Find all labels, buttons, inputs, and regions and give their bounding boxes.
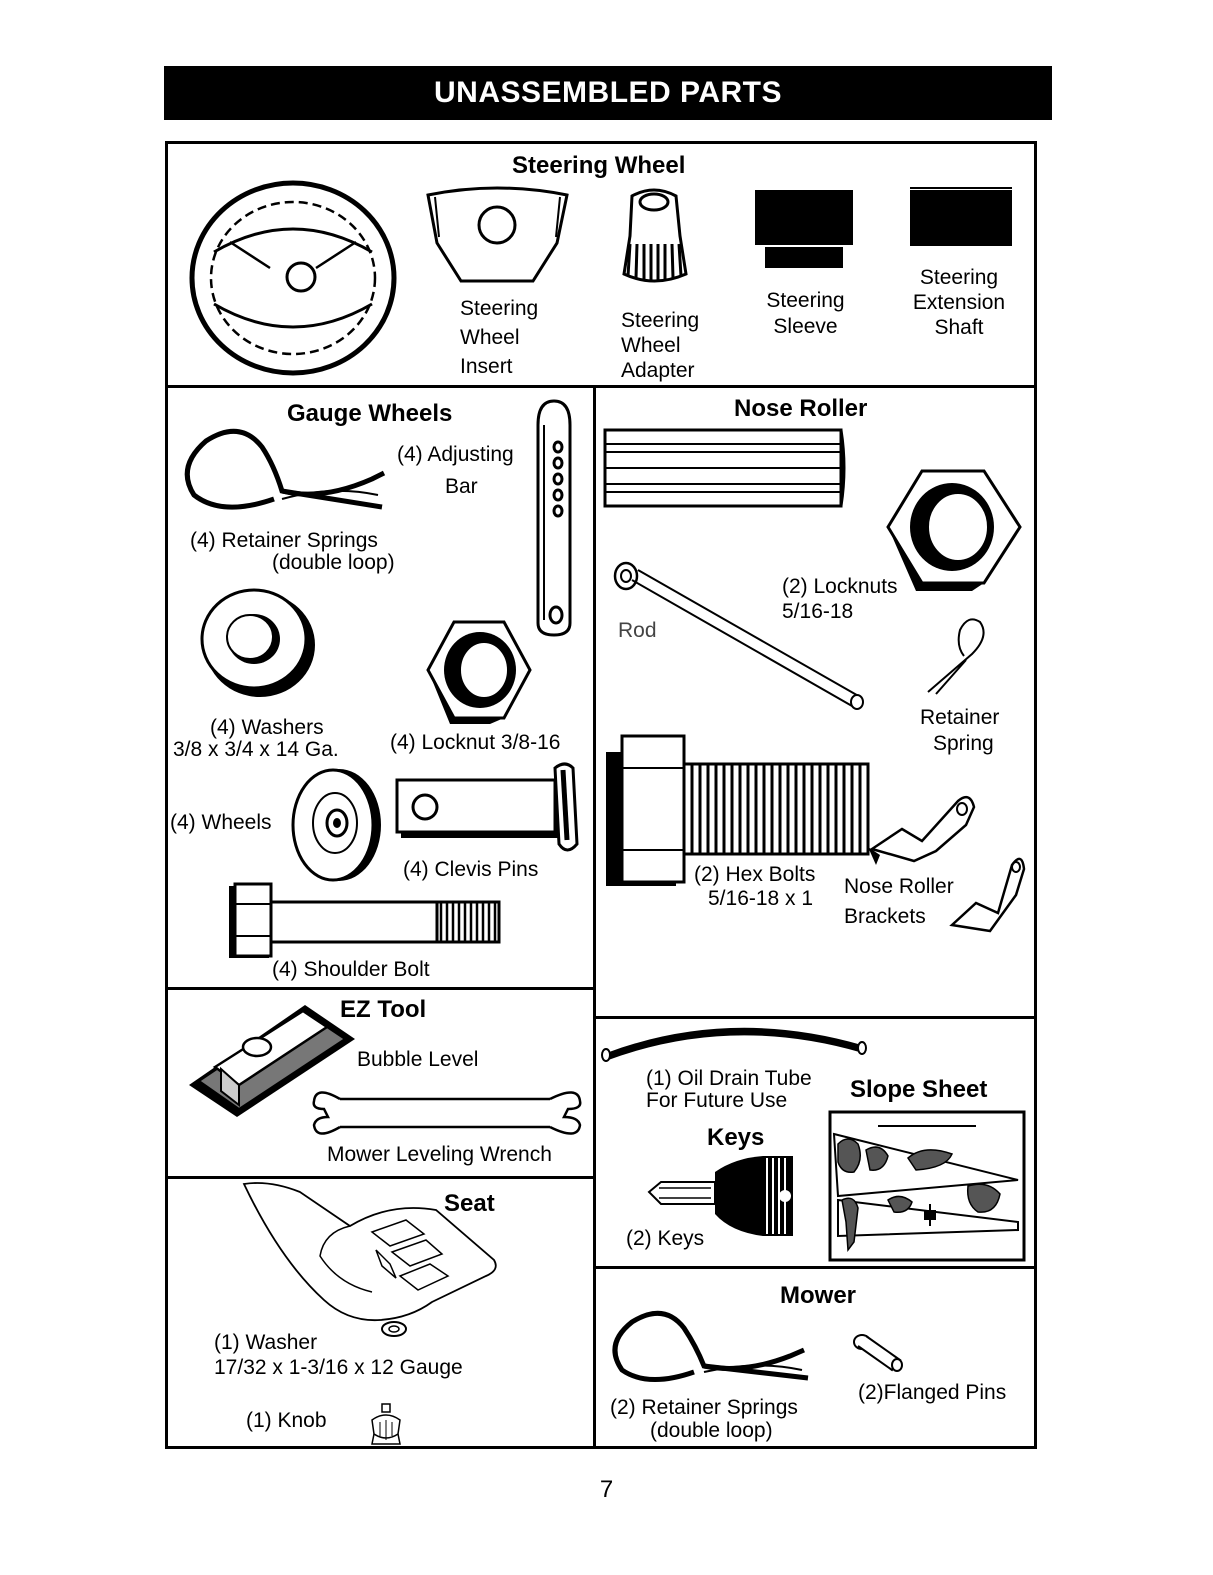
clevis-pin-illustration — [395, 762, 579, 852]
insert-label-1: Steering — [460, 297, 539, 320]
nose-heading: Nose Roller — [734, 395, 868, 422]
gauge-heading: Gauge Wheels — [287, 400, 453, 427]
divider-keys — [593, 1266, 1037, 1269]
steering-sleeve-illustration — [755, 190, 853, 268]
oil-tube-label-1: (1) Oil Drain Tube — [646, 1067, 812, 1090]
mower-retainer-label-1: (2) Retainer Springs — [610, 1396, 798, 1419]
steering-heading: Steering Wheel — [512, 152, 686, 179]
keys-illustration — [647, 1156, 793, 1236]
shoulder-bolt-label: (4) Shoulder Bolt — [272, 958, 430, 981]
keys-heading: Keys — [707, 1124, 765, 1151]
steering-wheel-insert-illustration — [426, 186, 569, 283]
seat-heading: Seat — [444, 1190, 495, 1217]
retainer-spring-label-2: Spring — [933, 732, 994, 755]
page-number: 7 — [599, 1476, 614, 1503]
shaft-label-1: Steering — [919, 266, 999, 289]
page-title: UNASSEMBLED PARTS — [164, 66, 1052, 120]
adjusting-bar-label-2: Bar — [445, 475, 478, 498]
divider-center — [593, 385, 596, 1449]
leveling-wrench-illustration — [312, 1091, 582, 1135]
hex-bolts-label-2: 5/16-18 x 1 — [708, 887, 814, 910]
mower-heading: Mower — [780, 1282, 857, 1309]
seat-washer-icon — [381, 1321, 407, 1337]
seat-washer-label-1: (1) Washer — [214, 1331, 318, 1354]
retainer-spring-illustration — [184, 428, 386, 510]
washers-label-1: (4) Washers — [210, 716, 324, 739]
divider-gauge — [165, 987, 595, 990]
hex-bolt-illustration — [606, 734, 870, 886]
sleeve-label-1: Steering — [766, 289, 845, 312]
sleeve-label-2: Sleeve — [773, 315, 838, 338]
oil-tube-label-2: For Future Use — [646, 1089, 788, 1112]
locknuts-label-2: 5/16-18 — [782, 600, 854, 623]
brackets-label-1: Nose Roller — [844, 875, 954, 898]
insert-label-2: Wheel — [460, 326, 520, 349]
divider-ez — [165, 1176, 595, 1179]
leveling-wrench-label: Mower Leveling Wrench — [327, 1143, 552, 1166]
oil-drain-tube-illustration — [601, 1025, 867, 1062]
nose-locknut-illustration — [886, 469, 1022, 591]
hex-bolts-label-1: (2) Hex Bolts — [694, 863, 816, 886]
locknut-illustration — [426, 620, 532, 724]
flanged-pin-icon — [853, 1334, 903, 1372]
retainer-springs-label-2: (double loop) — [272, 551, 395, 574]
washers-label-2: 3/8 x 3/4 x 14 Ga. — [173, 738, 339, 761]
parts-frame — [165, 141, 1037, 1449]
ez-heading: EZ Tool — [340, 996, 427, 1023]
adjusting-bar-illustration — [536, 399, 572, 637]
knob-icon — [371, 1403, 401, 1445]
washer-illustration — [200, 588, 315, 697]
seat-illustration — [242, 1182, 497, 1322]
slope-sheet-heading: Slope Sheet — [850, 1076, 988, 1103]
wheels-label: (4) Wheels — [170, 811, 272, 834]
shoulder-bolt-illustration — [229, 882, 501, 958]
insert-label-3: Insert — [460, 355, 513, 378]
divider-nose — [593, 1016, 1037, 1019]
shaft-label-2: Extension — [912, 291, 1006, 314]
bubble-level-illustration — [189, 1005, 355, 1117]
retainer-spring-label-1: Retainer — [920, 706, 1000, 729]
steering-wheel-adapter-illustration — [622, 188, 688, 283]
clevis-pins-label: (4) Clevis Pins — [403, 858, 539, 881]
nose-roller-illustration — [603, 428, 846, 508]
nose-roller-brackets-illustration — [868, 795, 1026, 933]
keys-label: (2) Keys — [626, 1227, 705, 1250]
rod-label: Rod — [618, 619, 657, 642]
rod-illustration — [613, 561, 864, 710]
locknuts-label-1: (2) Locknuts — [782, 575, 898, 598]
adjusting-bar-label-1: (4) Adjusting — [397, 443, 514, 466]
bubble-level-label: Bubble Level — [357, 1048, 479, 1071]
seat-washer-label-2: 17/32 x 1-3/16 x 12 Gauge — [214, 1356, 463, 1379]
gauge-wheel-illustration — [291, 768, 381, 882]
retainer-springs-label-1: (4) Retainer Springs — [190, 529, 378, 552]
mower-retainer-spring-illustration — [612, 1310, 809, 1383]
mower-retainer-label-2: (double loop) — [650, 1419, 773, 1442]
divider-steering — [165, 385, 1037, 388]
seat-knob-label: (1) Knob — [246, 1409, 327, 1432]
steering-extension-shaft-illustration — [910, 187, 1012, 246]
locknut-label: (4) Locknut 3/8-16 — [390, 731, 561, 754]
slope-sheet-illustration — [828, 1110, 1026, 1262]
shaft-label-3: Shaft — [934, 316, 984, 339]
adapter-label-2: Wheel — [621, 334, 681, 357]
flanged-pins-label: (2)Flanged Pins — [858, 1381, 1007, 1404]
adapter-label-1: Steering — [621, 309, 700, 332]
brackets-label-2: Brackets — [844, 905, 926, 928]
adapter-label-3: Adapter — [621, 359, 695, 382]
nose-retainer-spring-illustration — [927, 618, 985, 695]
steering-wheel-illustration — [189, 180, 397, 376]
